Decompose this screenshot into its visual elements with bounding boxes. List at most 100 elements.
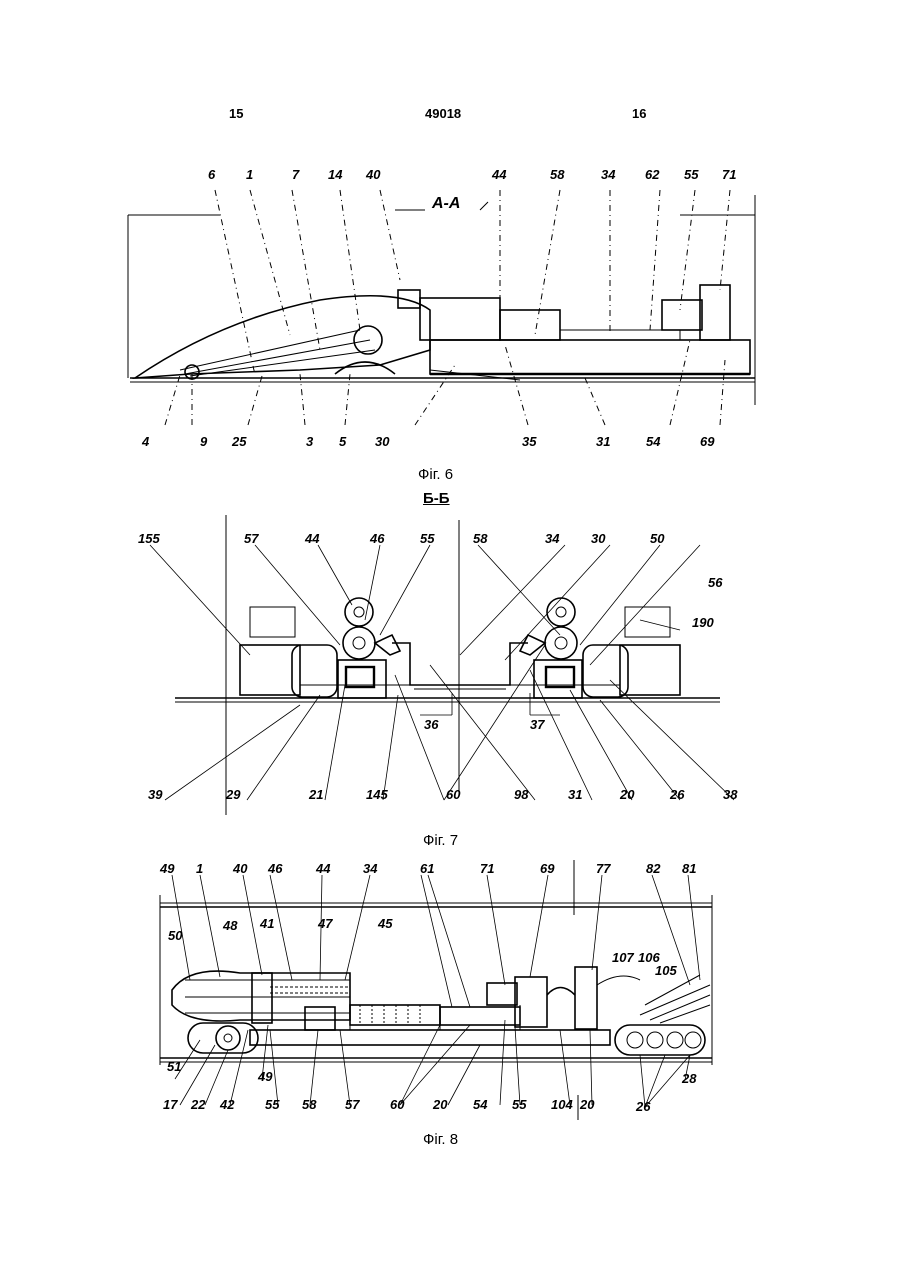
label-55: 55 <box>420 531 435 546</box>
figure-8-drawing: 49 1 40 46 44 34 61 71 69 77 82 81 50 48… <box>0 855 900 1125</box>
label-58: 58 <box>473 531 488 546</box>
right-upper-wheel <box>547 598 575 626</box>
label-39: 39 <box>148 787 163 802</box>
label-1: 1 <box>246 167 253 182</box>
figure-8: 49 1 40 46 44 34 61 71 69 77 82 81 50 48… <box>0 855 900 1125</box>
fig6-bottom-labels: 4 9 25 3 5 30 35 31 54 69 <box>141 434 715 449</box>
motor-55 <box>662 300 702 330</box>
label-22: 22 <box>190 1097 206 1112</box>
cross-frame <box>392 643 528 685</box>
label-105: 105 <box>655 963 677 978</box>
page-number-right: 16 <box>632 106 646 121</box>
top-leaders <box>172 875 700 1007</box>
label-56: 56 <box>708 575 723 590</box>
figure-7-section: Б-Б <box>423 490 450 507</box>
right-lower-wheel <box>545 627 577 659</box>
label-55b: 55 <box>512 1097 527 1112</box>
figure-7-caption: Фіг. 7 <box>423 832 458 849</box>
figure-7: 155 57 44 46 55 58 34 30 50 56 190 36 37… <box>0 515 900 815</box>
label-17: 17 <box>163 1097 178 1112</box>
label-77: 77 <box>596 861 611 876</box>
label-81: 81 <box>682 861 696 876</box>
fig8-inner-labels: 50 48 41 47 45 107 106 105 <box>168 916 677 978</box>
label-5: 5 <box>339 434 347 449</box>
fig8-top-labels: 49 1 40 46 44 34 61 71 69 77 82 81 <box>159 861 696 876</box>
left-top-block <box>250 607 295 637</box>
label-60: 60 <box>446 787 461 802</box>
label-69: 69 <box>700 434 715 449</box>
label-55: 55 <box>265 1097 280 1112</box>
label-37: 37 <box>530 717 545 732</box>
top-leaders <box>150 545 700 665</box>
unit-58 <box>305 1007 335 1030</box>
left-bracket <box>375 635 400 655</box>
figure-6-caption: Фіг. 6 <box>418 466 453 483</box>
label-57: 57 <box>345 1097 360 1112</box>
left-lower-wheel <box>343 627 375 659</box>
right-track <box>583 645 628 697</box>
bottom-leaders <box>165 645 734 800</box>
label-26: 26 <box>635 1099 651 1114</box>
label-42: 42 <box>219 1097 235 1112</box>
label-20: 20 <box>619 787 635 802</box>
figure-6-drawing: 6 1 7 14 40 44 58 34 62 55 71 А-А 4 9 25… <box>0 160 900 460</box>
label-48: 48 <box>222 918 238 933</box>
label-40: 40 <box>232 861 248 876</box>
label-44: 44 <box>304 531 320 546</box>
conveyor-section <box>350 1005 440 1025</box>
label-9: 9 <box>200 434 208 449</box>
unit-71 <box>487 983 517 1005</box>
left-crawler-wheel <box>216 1026 240 1050</box>
label-14: 14 <box>328 167 343 182</box>
label-58: 58 <box>302 1097 317 1112</box>
shaft-62 <box>560 330 680 340</box>
label-35: 35 <box>522 434 537 449</box>
label-41: 41 <box>259 916 274 931</box>
page-number-left: 15 <box>229 106 243 121</box>
label-26: 26 <box>669 787 685 802</box>
fig7-mid-labels: 36 37 <box>424 717 545 732</box>
hose <box>547 988 575 996</box>
label-71: 71 <box>480 861 494 876</box>
label-57: 57 <box>244 531 259 546</box>
label-4: 4 <box>141 434 150 449</box>
label-31: 31 <box>568 787 582 802</box>
label-28: 28 <box>681 1071 697 1086</box>
label-34: 34 <box>601 167 616 182</box>
rubble <box>640 975 710 1023</box>
figure-7-drawing: 155 57 44 46 55 58 34 30 50 56 190 36 37… <box>0 515 900 815</box>
label-1: 1 <box>196 861 203 876</box>
right-bracket <box>520 635 545 655</box>
figure-6: 6 1 7 14 40 44 58 34 62 55 71 А-А 4 9 25… <box>0 160 900 460</box>
block-44 <box>420 298 500 340</box>
label-71: 71 <box>722 167 736 182</box>
section-label: А-А <box>431 195 460 212</box>
label-20b: 20 <box>579 1097 595 1112</box>
label-7: 7 <box>292 167 300 182</box>
label-21: 21 <box>308 787 323 802</box>
conveyor-arms <box>180 330 375 376</box>
label-34: 34 <box>363 861 378 876</box>
label-25: 25 <box>231 434 247 449</box>
figure-8-caption: Фіг. 8 <box>423 1131 458 1148</box>
left-track <box>292 645 337 697</box>
label-44: 44 <box>315 861 331 876</box>
label-62: 62 <box>645 167 660 182</box>
label-60: 60 <box>390 1097 405 1112</box>
label-36: 36 <box>424 717 439 732</box>
label-31: 31 <box>596 434 610 449</box>
base-frame-20 <box>250 1030 610 1045</box>
label-55: 55 <box>684 167 699 182</box>
label-49: 49 <box>159 861 175 876</box>
right-crawler <box>615 1025 705 1055</box>
left-inner-box <box>346 667 374 687</box>
fig8-bottom-labels: 51 17 22 42 49 55 58 57 60 20 54 55 104 … <box>163 1059 697 1114</box>
label-30: 30 <box>375 434 390 449</box>
right-side-block <box>620 645 680 695</box>
cutter-body <box>172 971 350 1021</box>
fig7-bottom-labels: 39 29 21 145 60 98 31 20 26 38 <box>148 787 738 802</box>
label-58: 58 <box>550 167 565 182</box>
label-50: 50 <box>168 928 183 943</box>
label-155: 155 <box>138 531 160 546</box>
label-47: 47 <box>317 916 333 931</box>
